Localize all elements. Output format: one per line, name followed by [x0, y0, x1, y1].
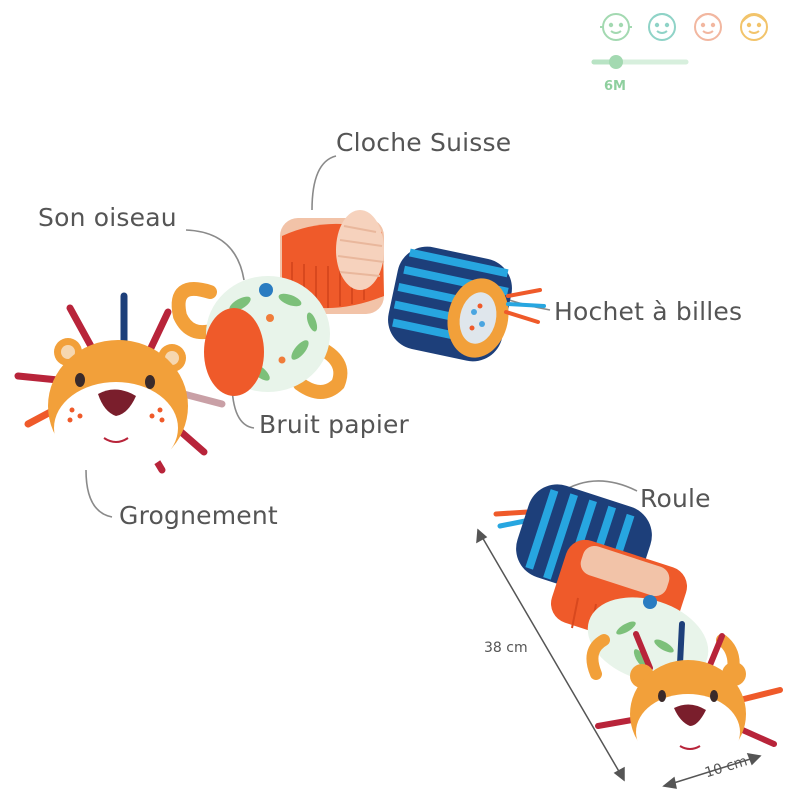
child-face-icon: [694, 13, 722, 41]
bell-cylinder: [280, 210, 385, 314]
assembled-toy: [493, 484, 783, 770]
label-bruit-papier: Bruit papier: [259, 410, 410, 439]
age-indicator: [591, 13, 768, 69]
child-older-face-icon: [740, 13, 768, 41]
label-roule: Roule: [640, 484, 711, 513]
label-son-oiseau: Son oiseau: [38, 203, 177, 232]
bead-rattle-cylinder: [388, 246, 546, 362]
baby-face-icon: [600, 13, 632, 41]
dimension-lines: [476, 528, 762, 789]
label-hochet-a-billes: Hochet à billes: [554, 297, 743, 326]
label-grognement: Grognement: [119, 501, 278, 530]
label-cloche-suisse: Cloche Suisse: [336, 128, 512, 157]
lion-head: [14, 292, 226, 474]
bird-icon: [259, 283, 273, 297]
toddler-face-icon: [648, 13, 676, 41]
age-label: 6M: [604, 79, 626, 94]
bird-sound-piece: [171, 276, 348, 399]
length-dimension: 38 cm: [484, 640, 528, 656]
age-slider-handle: [609, 55, 623, 69]
